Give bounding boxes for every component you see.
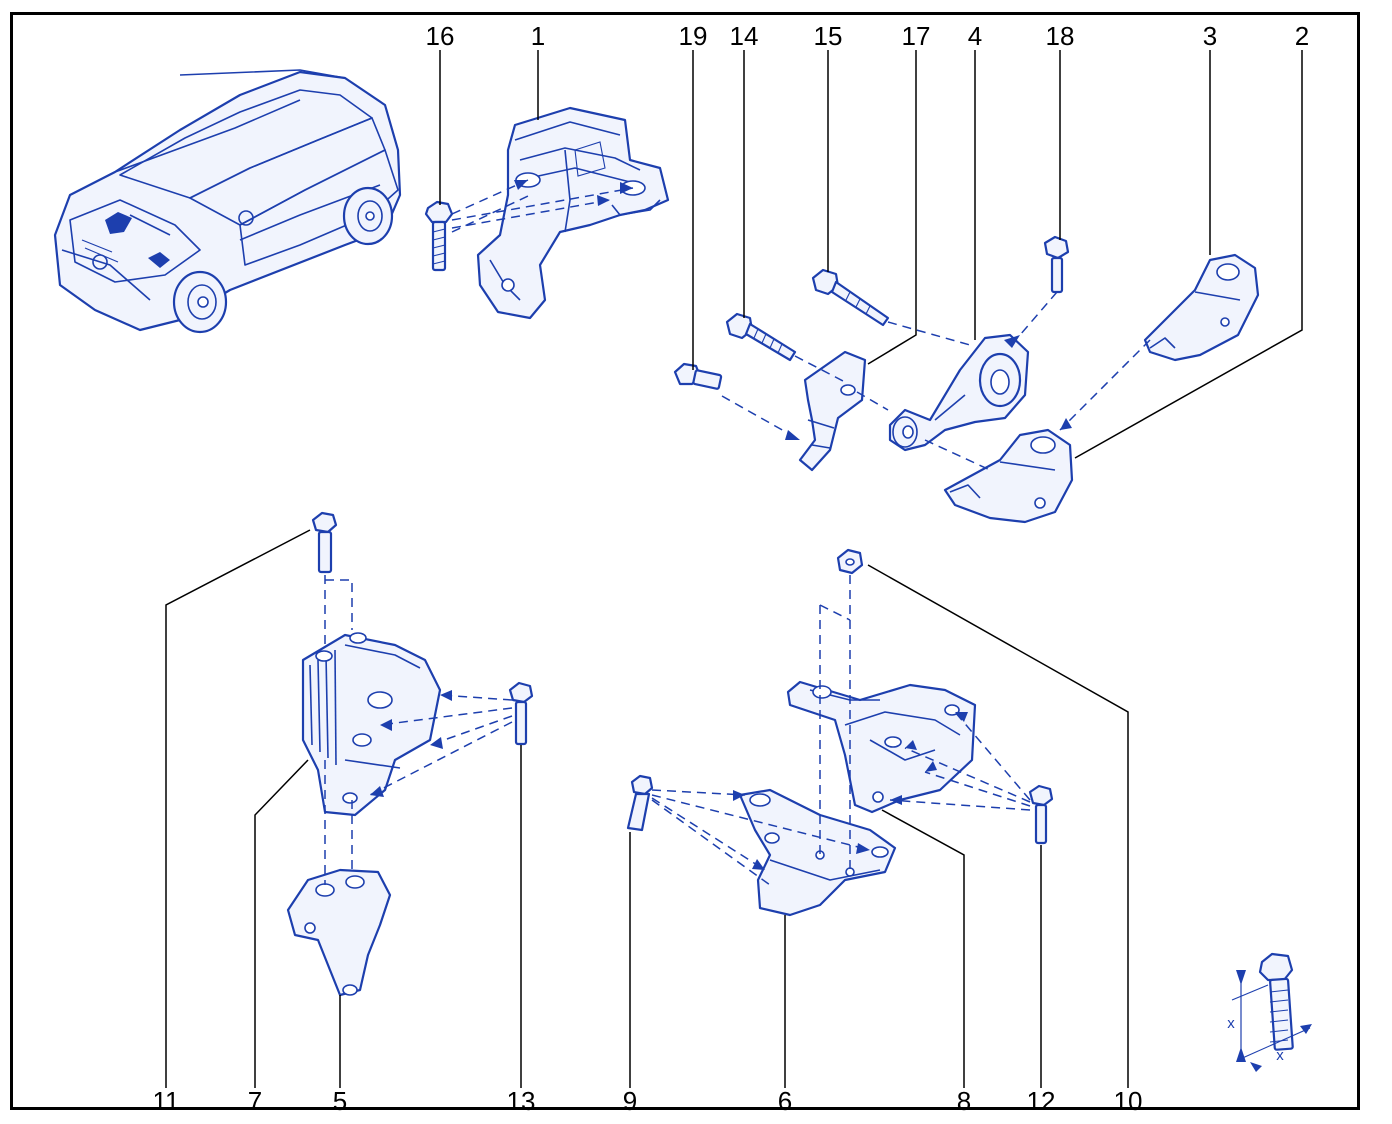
part-16-bolt — [424, 200, 454, 272]
callout-leader-lines — [165, 50, 1303, 1088]
part-14-bolt — [725, 312, 797, 362]
part-6-bracket — [738, 788, 897, 917]
part-1-mount — [476, 106, 670, 320]
part-15-bolt — [811, 268, 890, 327]
part-3-bracket — [1143, 253, 1260, 362]
callout-4: 4 — [968, 21, 982, 51]
callout-10: 10 — [1114, 1086, 1143, 1116]
callout-7: 7 — [248, 1086, 262, 1116]
vehicle-illustration — [53, 69, 402, 334]
callout-8: 8 — [957, 1086, 971, 1116]
callout-11: 11 — [153, 1086, 180, 1116]
diagram-frame — [10, 12, 1360, 1110]
callout-16: 16 — [426, 21, 455, 51]
callout-2: 2 — [1295, 21, 1309, 51]
part-2-bracket — [943, 428, 1074, 524]
part-11-bolt — [311, 511, 338, 574]
part-7-mount — [301, 632, 442, 817]
part-5-bracket — [286, 868, 392, 997]
tightening-marker-right: x — [1276, 1047, 1284, 1064]
part-8-mount — [786, 680, 977, 814]
callout-labels: 16 1 19 14 15 17 4 18 3 2 11 7 5 13 9 6 … — [153, 21, 1310, 1116]
callout-17: 17 — [902, 21, 931, 51]
part-9-bolt — [626, 774, 654, 832]
callout-18: 18 — [1046, 21, 1075, 51]
callout-1: 1 — [531, 21, 545, 51]
part-17-bracket — [798, 350, 867, 472]
part-18-bolt — [1043, 235, 1070, 294]
part-19-bolt — [673, 362, 723, 390]
part-12-bolt — [1028, 784, 1054, 845]
part-13-bolt — [508, 681, 534, 746]
callout-12: 12 — [1027, 1086, 1056, 1116]
assembly-path-lines — [324, 179, 1151, 886]
callout-5: 5 — [333, 1086, 347, 1116]
tightening-marker-left: x — [1227, 1015, 1235, 1032]
assembly-arrowheads — [370, 180, 1072, 870]
bolt-tightening-symbol: x x — [1227, 952, 1312, 1072]
part-4-torque-rod — [888, 333, 1030, 452]
callout-19: 19 — [679, 21, 708, 51]
callout-6: 6 — [778, 1086, 792, 1116]
callout-3: 3 — [1203, 21, 1217, 51]
callout-15: 15 — [814, 21, 843, 51]
callout-13: 13 — [507, 1086, 536, 1116]
part-10-nut — [836, 548, 864, 575]
callout-14: 14 — [730, 21, 759, 51]
callout-9: 9 — [623, 1086, 637, 1116]
